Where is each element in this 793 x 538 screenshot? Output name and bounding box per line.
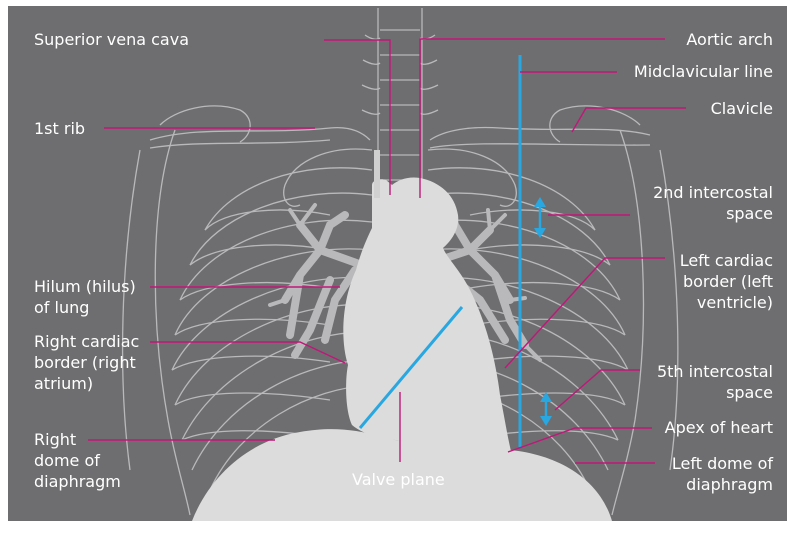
label-superior-vena-cava: Superior vena cava [34, 29, 189, 50]
label-midclavicular-line: Midclavicular line [634, 61, 773, 82]
label-clavicle: Clavicle [711, 98, 773, 119]
label-aortic-arch: Aortic arch [686, 29, 773, 50]
label-valve-plane: Valve plane [352, 469, 445, 490]
label-apex-of-heart: Apex of heart [665, 417, 773, 438]
label-hilum: Hilum (hilus) of lung [34, 276, 136, 318]
label-first-rib: 1st rib [34, 118, 85, 139]
label-left-dome: Left dome of diaphragm [672, 453, 773, 495]
label-second-intercostal: 2nd intercostal space [653, 182, 773, 224]
label-right-cardiac-border: Right cardiac border (right atrium) [34, 331, 139, 394]
label-left-cardiac-border: Left cardiac border (left ventricle) [680, 250, 773, 313]
superior-vena-cava-vessel [374, 150, 380, 198]
label-right-dome: Right dome of diaphragm [34, 429, 121, 492]
label-fifth-intercostal: 5th intercostal space [657, 361, 773, 403]
